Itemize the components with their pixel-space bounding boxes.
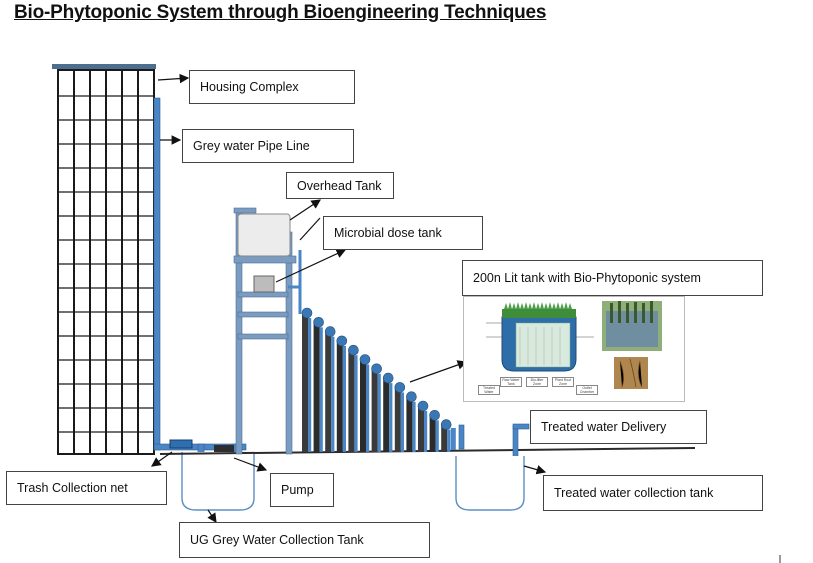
bio-column [348, 351, 355, 452]
label-microbial-dose-tank: Microbial dose tank [323, 216, 483, 250]
bio-column-pipe [435, 420, 439, 452]
label-treated-water-delivery: Treated water Delivery [530, 410, 707, 444]
trash-collection-net-graphic [169, 439, 193, 449]
bio-column [371, 369, 378, 452]
bio-column-cap [359, 354, 371, 365]
bio-column [336, 341, 343, 452]
bio-column-cap [348, 344, 359, 356]
bio-column-cap [301, 307, 313, 319]
inset-label-1: Bio-filter Zone [526, 377, 548, 387]
bio-column [406, 397, 413, 452]
bio-column [418, 407, 424, 452]
bio-column [394, 388, 401, 452]
diagram-title: Bio-Phytoponic System through Bioenginee… [14, 2, 547, 23]
tower-stand [233, 207, 297, 455]
bio-column [429, 416, 436, 452]
bio-column-pipe [447, 429, 451, 452]
label-trash-collection-net: Trash Collection net [6, 471, 167, 505]
bio-column-cap [382, 372, 394, 384]
inset-label-0: Raw Water Tank [500, 377, 522, 387]
bio-column-cascade [301, 307, 456, 452]
inset-label-4: Outlet Chamber [576, 385, 598, 395]
bio-column-cap [417, 400, 429, 412]
label-overhead-tank: Overhead Tank [286, 172, 394, 199]
bio-column [383, 379, 390, 452]
label-pump: Pump [270, 473, 334, 507]
label-housing-complex: Housing Complex [189, 70, 355, 104]
bio-column-pipe [354, 355, 358, 452]
bio-column [441, 425, 448, 452]
pump-graphic [214, 445, 234, 453]
bio-column-cap [324, 326, 336, 337]
bio-column-cap [336, 335, 348, 347]
bio-column-cap [313, 316, 324, 328]
bio-column-pipe [308, 318, 312, 452]
bio-column-pipe [400, 392, 404, 452]
ug-grey-water-tank-graphic [181, 452, 255, 511]
inset-label-2: Plant Root Zone [552, 377, 574, 387]
bio-column-cap [429, 409, 440, 421]
building-columns [73, 70, 139, 454]
callout-arrows [151, 73, 547, 523]
building-floors [58, 95, 154, 433]
treated-water-collection-tank-graphic [455, 456, 525, 511]
label-biophytoponic-tank: 200n Lit tank with Bio-Phytoponic system [462, 260, 763, 296]
overhead-tank-graphic [237, 213, 291, 257]
label-treated-water-collection-tank: Treated water collection tank [543, 475, 763, 511]
bio-column-pipe [319, 327, 323, 452]
bio-column-cap [406, 391, 417, 403]
housing-complex-building [52, 64, 156, 455]
bio-column-cap [394, 382, 406, 393]
bio-column [302, 314, 308, 452]
bio-column-pipe [412, 401, 416, 452]
microbial-dose-tank-graphic [253, 275, 275, 293]
bio-column [313, 323, 320, 452]
bio-column-pipe [424, 411, 428, 452]
bio-column-pipe [377, 373, 381, 452]
inset-label-3: Treated Water [478, 385, 500, 395]
bio-column [325, 332, 332, 452]
bio-column-cap [371, 363, 382, 375]
ground-line [159, 447, 696, 455]
label-ug-grey-water-tank: UG Grey Water Collection Tank [179, 522, 430, 558]
bio-column-pipe [366, 364, 370, 452]
bio-column-pipe [342, 345, 346, 452]
bio-column-pipe [389, 383, 393, 452]
bio-column [360, 360, 366, 452]
cascade-outlet-pipe [450, 428, 456, 450]
bio-column-pipe [331, 336, 335, 452]
inset-tank-drawing [486, 301, 662, 389]
label-grey-water-pipe-line: Grey water Pipe Line [182, 129, 354, 163]
bio-column-cap [440, 419, 452, 430]
biophytoponic-tank-illustration: Raw Water Tank Bio-filter Zone Plant Roo… [463, 296, 685, 402]
